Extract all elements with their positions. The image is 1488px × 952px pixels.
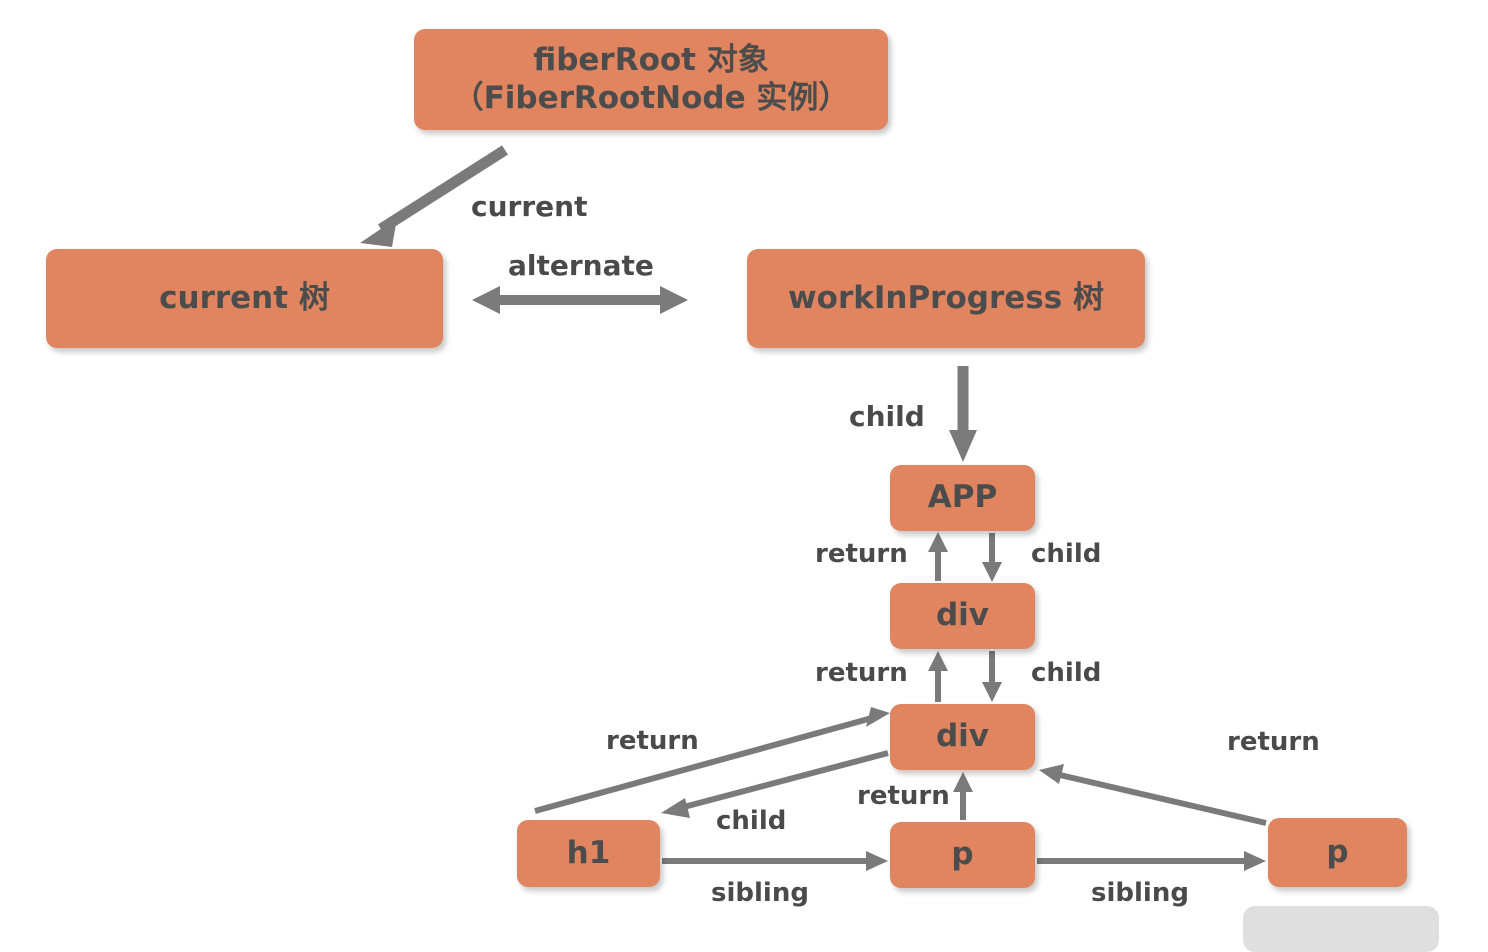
child-div2-h1-arrow [661,750,889,818]
return-h1-div2-arrow [534,707,890,814]
edge-label-alternate: alternate [508,249,654,282]
node-fiber-root[interactable]: fiberRoot 对象 （FiberRootNode 实例） [414,29,888,130]
node-app-label: APP [927,479,998,516]
edge-label-sibling-h1-p1: sibling [711,878,809,908]
node-fiber-root-line1: fiberRoot 对象 [533,41,769,78]
return-p2-div2-arrow [1039,764,1267,826]
sibling-p1-p2-arrow [1037,851,1266,871]
node-workinprogress-tree[interactable]: workInProgress 树 [747,249,1145,348]
edge-label-return-p1-div2: return [857,781,950,811]
edge-label-child-div2-h1: child [716,806,787,836]
node-workinprogress-tree-label: workInProgress 树 [788,279,1104,316]
return-div1-app-arrow [928,532,948,581]
alternate-arrow [472,286,688,314]
fiber-tree-diagram: fiberRoot 对象 （FiberRootNode 实例） current … [46,29,1439,952]
current-arrow [360,145,508,247]
edge-label-return-div1-app: return [815,539,908,569]
edge-label-current: current [471,190,588,223]
node-p-1-label: p [951,836,974,873]
node-h1-label: h1 [566,834,611,871]
edge-label-child-wip-app: child [849,400,925,433]
edge-label-return-div2-div1: return [815,658,908,688]
sibling-h1-p1-arrow [662,851,888,871]
child-div1-div2-arrow [982,651,1002,702]
edge-label-child-app-div1: child [1031,539,1102,569]
child-wip-app-arrow [949,366,977,462]
node-div-2[interactable]: div [890,704,1035,770]
node-p-1[interactable]: p [890,822,1035,888]
node-div-2-label: div [935,718,990,755]
edge-label-sibling-p1-p2: sibling [1091,878,1189,908]
edge-label-return-p2-div2: return [1227,727,1320,757]
node-current-tree[interactable]: current 树 [46,249,443,348]
node-app[interactable]: APP [890,465,1035,531]
return-div2-div1-arrow [928,651,948,702]
node-fiber-root-line2: （FiberRootNode 实例） [452,79,850,116]
node-div-1-label: div [935,597,990,634]
node-p-2-label: p [1326,833,1349,870]
node-div-1[interactable]: div [890,583,1035,649]
node-current-tree-label: current 树 [159,279,330,316]
node-h1[interactable]: h1 [517,820,660,887]
edge-label-child-div1-div2: child [1031,658,1102,688]
edge-label-return-h1-div2: return [606,726,699,756]
arrow-layer [360,145,1267,871]
child-app-div1-arrow [982,533,1002,582]
node-p-2[interactable]: p [1268,818,1407,887]
return-p1-div2-arrow [953,772,973,820]
